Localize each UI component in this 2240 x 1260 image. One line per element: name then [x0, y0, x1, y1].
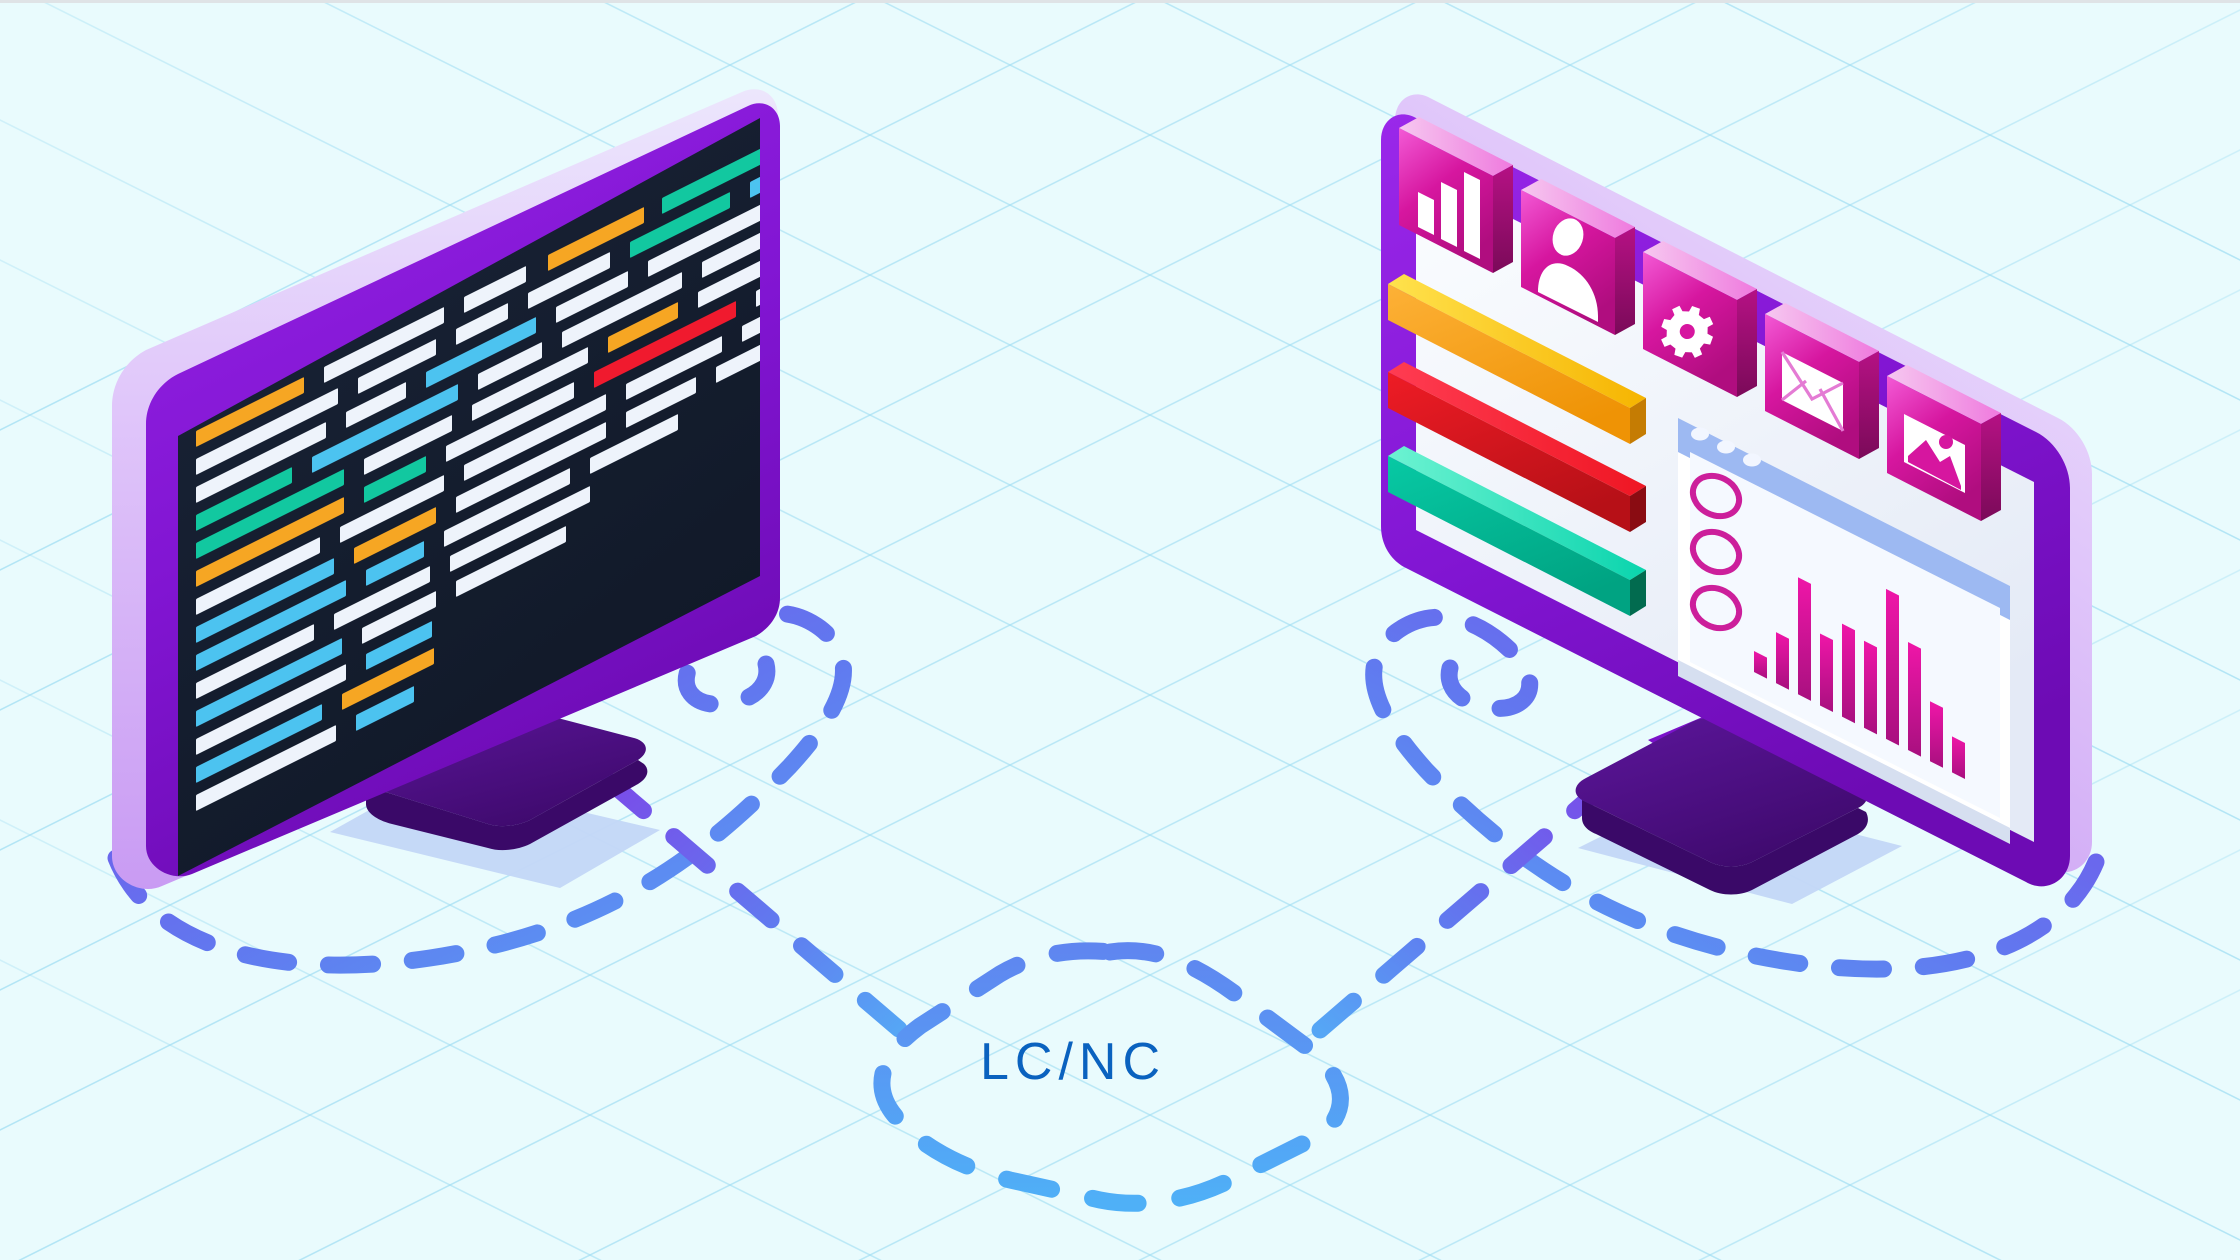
connector-right-to-diamond: [1311, 773, 1617, 1039]
left-monitor-base-side: [366, 760, 648, 851]
chart-bar: [1930, 701, 1943, 768]
icon-card-side: [1859, 351, 1879, 459]
drag-bar-side: [1630, 570, 1646, 616]
icon-card-top: [1399, 117, 1513, 176]
app-icon-card-user[interactable]: [1521, 179, 1635, 335]
chart-bar: [1776, 632, 1789, 690]
lcnc-center-label: LC/NC: [980, 1033, 1167, 1091]
user-icon: [1538, 218, 1598, 322]
drag-bar-top: [1388, 274, 1646, 408]
connector-left-loop: [107, 604, 852, 974]
drag-bar-side: [1630, 398, 1646, 444]
mail-icon: [1780, 351, 1845, 432]
chart-bar: [1908, 642, 1921, 757]
chart-bar: [1754, 651, 1767, 679]
drag-bar-top: [1388, 362, 1646, 496]
chart-bar: [1798, 577, 1811, 701]
lcnc-diamond-outline: [873, 942, 1349, 1212]
top-hairline: [0, 0, 2240, 3]
chart-bar: [1820, 633, 1833, 713]
right-monitor-base-side: [1582, 800, 1868, 895]
connector-right-loop: [1365, 608, 2105, 978]
icon-card-top: [1643, 241, 1757, 300]
browser-title-bar: [1678, 418, 2010, 620]
drag-bar-top: [1388, 446, 1646, 580]
app-icon-card-image[interactable]: [1887, 365, 2001, 521]
drag-bar-face: [1388, 456, 1630, 616]
dashboard-bar-chart: [1754, 577, 1965, 779]
browser-window-shadow: [1678, 660, 2010, 844]
drag-bar-orange[interactable]: [1388, 274, 1646, 444]
drag-bar-teal[interactable]: [1388, 446, 1646, 616]
icon-card-side: [1737, 289, 1757, 397]
drag-bar-red[interactable]: [1388, 362, 1646, 532]
chart-bar: [1886, 588, 1899, 746]
bar-chart-icon: [1418, 172, 1480, 259]
browser-traffic-dots: [1691, 427, 1761, 467]
icon-card-side: [1981, 413, 2001, 521]
browser-window[interactable]: [1678, 418, 2010, 844]
chart-bar: [1864, 640, 1877, 735]
icon-card-side: [1493, 165, 1513, 273]
drag-bar-face: [1388, 284, 1630, 444]
image-icon: [1904, 414, 1965, 493]
icon-card-top: [1521, 179, 1635, 238]
connector-left-to-diamond: [601, 773, 909, 1039]
chart-bar: [1952, 736, 1965, 779]
icon-card-top: [1765, 303, 1879, 362]
icon-card-top: [1887, 365, 2001, 424]
app-icon-card-mail[interactable]: [1765, 303, 1879, 459]
left-monitor-code-lines: [196, 118, 760, 811]
app-icon-card-bar-chart[interactable]: [1399, 117, 1513, 273]
app-icon-card-gear[interactable]: [1643, 241, 1757, 397]
drag-bar-side: [1630, 486, 1646, 532]
drag-bar-face: [1388, 372, 1630, 532]
icon-card-side: [1615, 227, 1635, 335]
browser-ring-bullets: [1689, 472, 1743, 632]
gear-icon: [1661, 305, 1714, 358]
chart-bar: [1842, 623, 1855, 724]
